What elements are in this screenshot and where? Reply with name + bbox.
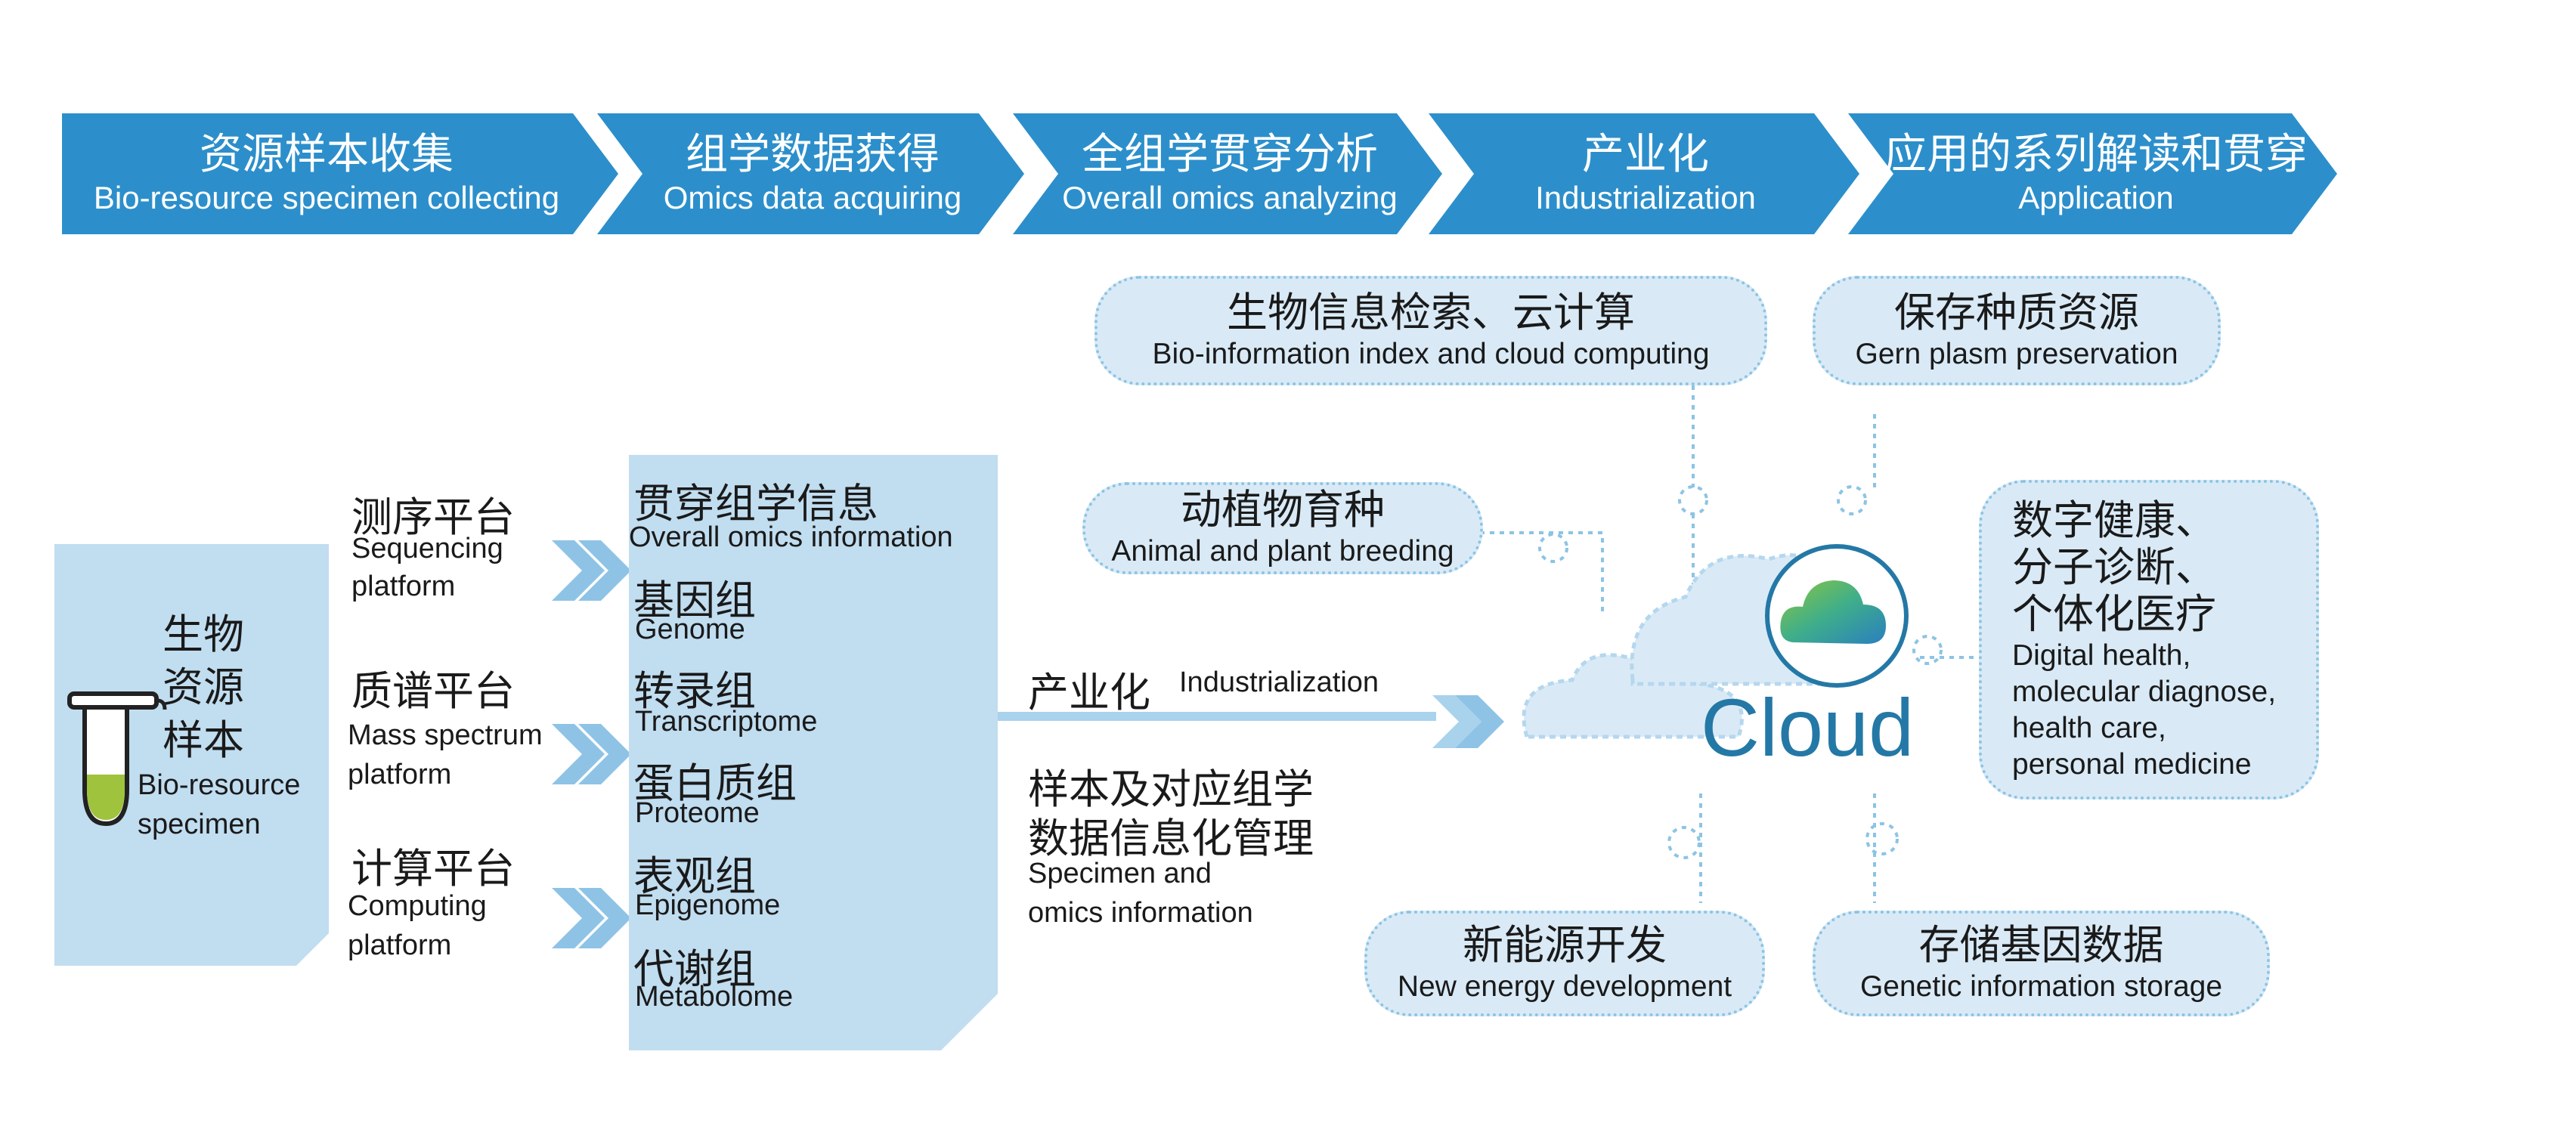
stage-3: 全组学贯穿分析 Overall omics analyzing	[1037, 113, 1423, 234]
platform-mass-en2: platform	[348, 759, 452, 790]
health-en-1: Digital health,	[2012, 639, 2191, 672]
omics-metabolome-en: Metabolome	[635, 981, 794, 1013]
health-zh-1: 数字健康、	[2012, 497, 2216, 543]
chevron-stage-1	[62, 113, 618, 234]
chevron-stage-3	[1013, 113, 1442, 234]
specimen-zh-2: 资源	[163, 665, 244, 710]
omics-overall-zh: 贯穿组学信息	[633, 481, 878, 527]
specimen-zh-3: 样本	[163, 718, 244, 763]
chevron-stage-5	[1848, 113, 2337, 234]
health-zh-2: 分子诊断、	[2012, 544, 2216, 590]
omics-transcriptome-zh: 转录组	[633, 669, 756, 714]
stage-4-zh: 产业化	[1582, 130, 1709, 178]
bioinfo-en: Bio-information index and cloud computin…	[1152, 337, 1710, 370]
arrow-mass-spectrum	[552, 724, 631, 784]
mgmt-en-1: Specimen and	[1028, 858, 1212, 889]
bioinfo-zh: 生物信息检索、云计算	[1227, 289, 1635, 336]
energy-en: New energy development	[1397, 970, 1732, 1003]
health-en-4: personal medicine	[2012, 747, 2252, 781]
stage-5-zh: 应用的系列解读和贯穿	[1884, 130, 2308, 178]
stage-3-en: Overall omics analyzing	[1062, 180, 1398, 215]
platform-computing-zh: 计算平台	[351, 846, 515, 892]
omics-panel	[629, 455, 998, 1050]
stage-1-zh: 资源样本收集	[200, 130, 454, 178]
bubble-breeding: 动植物育种 Animal and plant breeding	[1082, 482, 1483, 574]
stage-1: 资源样本收集 Bio-resource specimen collecting	[62, 113, 591, 234]
specimen-zh-1: 生物	[163, 612, 244, 657]
mgmt-zh-1: 样本及对应组学	[1028, 767, 1314, 812]
health-en-3: health care,	[2012, 711, 2166, 744]
platform-sequencing-en2: platform	[351, 571, 456, 602]
omics-transcriptome-en: Transcriptome	[635, 706, 818, 738]
stage-3-zh: 全组学贯穿分析	[1082, 130, 1378, 178]
breeding-en: Animal and plant breeding	[1111, 535, 1454, 568]
omics-genome-en: Genome	[635, 614, 745, 645]
omics-proteome-zh: 蛋白质组	[633, 761, 797, 806]
omics-genome-zh: 基因组	[633, 578, 756, 623]
connector-loops	[1538, 485, 1943, 859]
omics-metabolome-zh: 代谢组	[633, 947, 756, 992]
chevron-stage-4	[1429, 113, 1859, 234]
stage-1-en: Bio-resource specimen collecting	[93, 180, 560, 215]
omics-overall-en: Overall omics information	[629, 521, 953, 553]
stage-4: 产业化 Industrialization	[1453, 113, 1838, 234]
germplasm-en: Gern plasm preservation	[1855, 337, 2178, 370]
health-zh-3: 个体化医疗	[2012, 591, 2216, 637]
storage-en: Genetic information storage	[1859, 970, 2223, 1003]
arrow-computing	[552, 888, 631, 948]
specimen-en-1: Bio-resource	[138, 769, 301, 801]
platform-sequencing-zh: 测序平台	[351, 495, 515, 540]
germplasm-zh: 保存种质资源	[1894, 289, 2139, 336]
industrialization-arrow	[998, 695, 1504, 748]
cloud-logo-icon	[1765, 544, 1909, 688]
platform-mass-en1: Mass spectrum	[348, 719, 543, 751]
bubble-bioinfo: 生物信息检索、云计算 Bio-information index and clo…	[1094, 276, 1767, 385]
bubble-storage: 存储基因数据 Genetic information storage	[1813, 911, 2270, 1016]
bubble-energy: 新能源开发 New energy development	[1364, 911, 1765, 1016]
platform-arrows	[552, 540, 631, 948]
stage-chevrons	[62, 113, 2337, 234]
cloud-label: Cloud	[1701, 682, 1915, 773]
arrow-sequencing	[552, 540, 631, 601]
stage-5: 应用的系列解读和贯穿 Application	[1873, 113, 2319, 234]
industrialization-zh: 产业化	[1028, 670, 1150, 716]
bubble-germplasm: 保存种质资源 Gern plasm preservation	[1813, 276, 2221, 385]
bubble-health: 数字健康、 分子诊断、 个体化医疗 Digital health, molecu…	[1979, 480, 2319, 800]
platform-computing-en1: Computing	[348, 890, 487, 922]
platform-computing-en2: platform	[348, 929, 452, 961]
industrialization-en: Industrialization	[1179, 667, 1379, 698]
breeding-zh: 动植物育种	[1181, 487, 1385, 533]
stage-2-en: Omics data acquiring	[663, 180, 962, 215]
stage-4-en: Industrialization	[1535, 180, 1756, 215]
stage-2: 组学数据获得 Omics data acquiring	[620, 113, 1005, 234]
health-en-2: molecular diagnose,	[2012, 675, 2277, 708]
platform-mass-zh: 质谱平台	[351, 669, 515, 714]
energy-zh: 新能源开发	[1463, 923, 1667, 968]
omics-proteome-en: Proteome	[635, 797, 760, 829]
stage-5-en: Application	[2018, 180, 2174, 215]
specimen-en-2: specimen	[138, 809, 261, 840]
stage-2-zh: 组学数据获得	[686, 130, 940, 178]
chevron-stage-2	[597, 113, 1024, 234]
test-tube-icon	[67, 691, 167, 827]
specimen-panel	[54, 544, 329, 966]
storage-zh: 存储基因数据	[1918, 923, 2164, 968]
platform-sequencing-en1: Sequencing	[351, 533, 503, 564]
omics-epigenome-en: Epigenome	[635, 889, 781, 921]
mgmt-en-2: omics information	[1028, 897, 1253, 929]
omics-epigenome-zh: 表观组	[633, 854, 756, 899]
mgmt-zh-2: 数据信息化管理	[1028, 816, 1314, 861]
